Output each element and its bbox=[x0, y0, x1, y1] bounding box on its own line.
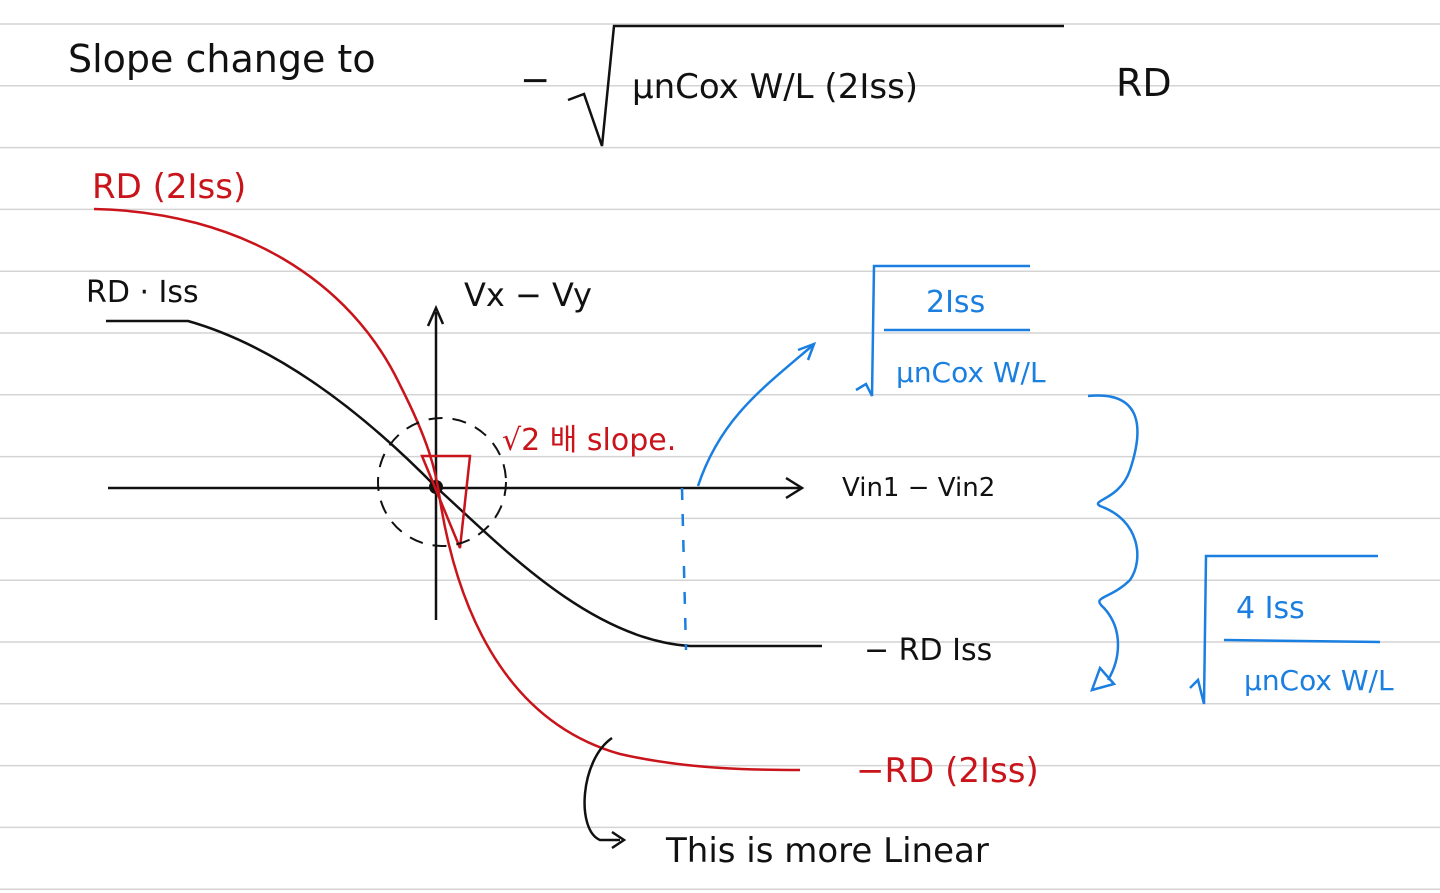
y-axis-label: Vx − Vy bbox=[464, 276, 592, 314]
header-prefix: Slope change to bbox=[68, 37, 376, 81]
linear-note: This is more Linear bbox=[665, 831, 989, 871]
blue-dashed-drop-line bbox=[680, 487, 688, 651]
red-top-label: RD (2Iss) bbox=[92, 167, 246, 207]
black-curve-group: RD · Iss − RD Iss bbox=[86, 275, 992, 668]
black-top-label: RD · Iss bbox=[86, 275, 199, 310]
blue-pointer-arrow bbox=[696, 345, 813, 487]
bottom-formula-denominator: μnCox W/L bbox=[1244, 664, 1394, 697]
top-sqrt-sign bbox=[855, 264, 1030, 397]
red-slope-note: √2 배 slope. bbox=[502, 423, 676, 458]
bottom-fraction-bar bbox=[1223, 638, 1381, 644]
red-slope-triangle bbox=[420, 454, 472, 549]
zoom-dashed-circle bbox=[377, 417, 507, 547]
blue-arrow-head bbox=[797, 341, 817, 361]
x-axis-arrow bbox=[785, 476, 805, 500]
bottom-sqrt-sign bbox=[1189, 554, 1378, 705]
blue-curly-brace bbox=[1087, 394, 1139, 681]
brace-arrow-head bbox=[1090, 665, 1117, 692]
red-bottom-label: −RD (2Iss) bbox=[856, 751, 1039, 791]
header-sqrt-sign bbox=[567, 24, 1064, 147]
bottom-formula-numerator: 4 Iss bbox=[1236, 591, 1305, 626]
y-axis-arrow bbox=[426, 304, 445, 327]
red-transfer-curve bbox=[93, 207, 801, 772]
x-axis-label: Vin1 − Vin2 bbox=[842, 473, 995, 503]
red-curve-group: RD (2Iss) −RD (2Iss) √2 배 slope. bbox=[92, 167, 1039, 791]
linear-note-group: This is more Linear bbox=[583, 736, 989, 871]
top-formula-numerator: 2Iss bbox=[926, 285, 985, 320]
top-formula-denominator: μnCox W/L bbox=[896, 356, 1046, 389]
header-factor: RD bbox=[1116, 61, 1172, 105]
linear-note-pointer bbox=[583, 736, 620, 842]
black-bottom-label: − RD Iss bbox=[864, 633, 992, 668]
linear-note-arrow-head bbox=[611, 830, 627, 850]
header-radicand: μnCox W/L (2Iss) bbox=[632, 67, 918, 107]
header-formula: Slope change to − μnCox W/L (2Iss) RD bbox=[68, 24, 1172, 147]
axes: Vx − Vy Vin1 − Vin2 bbox=[108, 276, 995, 620]
blue-annotations: 2Iss μnCox W/L 4 Iss μnCox W/L bbox=[680, 264, 1394, 705]
ruled-lines bbox=[0, 23, 1440, 890]
header-minus: − bbox=[520, 60, 550, 101]
